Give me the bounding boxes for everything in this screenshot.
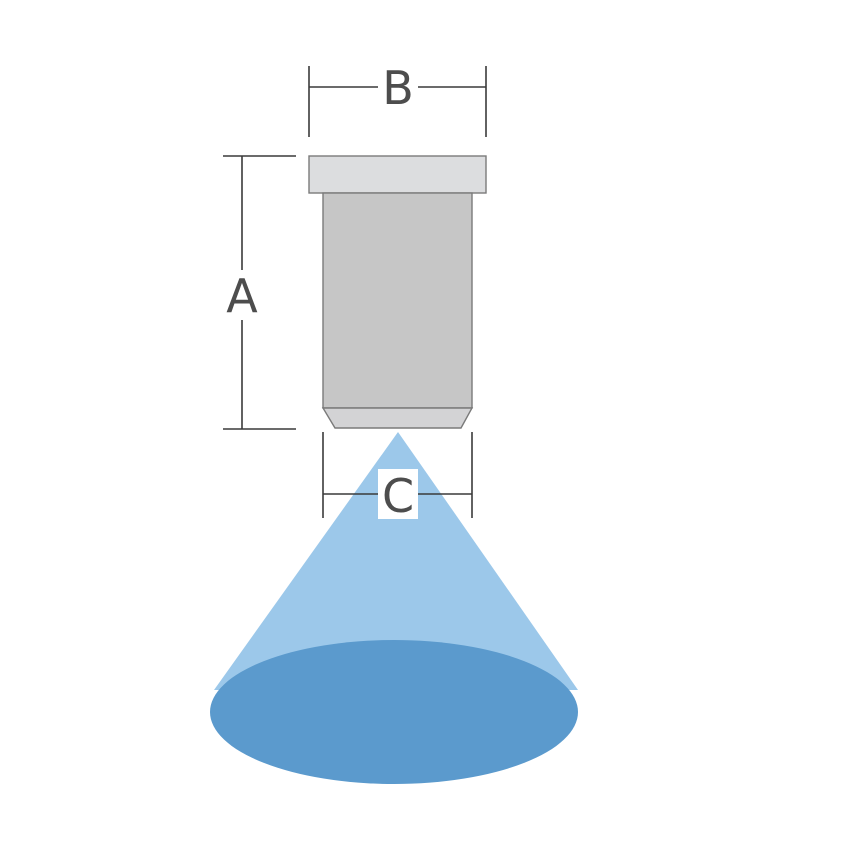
dimension-c-label: C	[382, 469, 414, 523]
dimension-b-label-background	[378, 62, 418, 112]
nozzle	[308, 155, 487, 429]
dimension-a-label-background	[222, 270, 262, 320]
spray-pattern	[210, 432, 578, 784]
dimension-b-label: B	[382, 61, 414, 115]
nozzle-body	[322, 192, 473, 409]
dimension-a: A	[222, 155, 296, 430]
dimension-c: C	[322, 432, 473, 523]
dimension-a-label: A	[226, 269, 258, 323]
dimension-c-label-background	[378, 469, 418, 519]
nozzle-tip	[321, 407, 474, 429]
dimension-b: B	[308, 61, 487, 137]
spray-base-ellipse	[210, 640, 578, 784]
spray-cone	[214, 432, 578, 690]
nozzle-cap	[308, 155, 487, 194]
